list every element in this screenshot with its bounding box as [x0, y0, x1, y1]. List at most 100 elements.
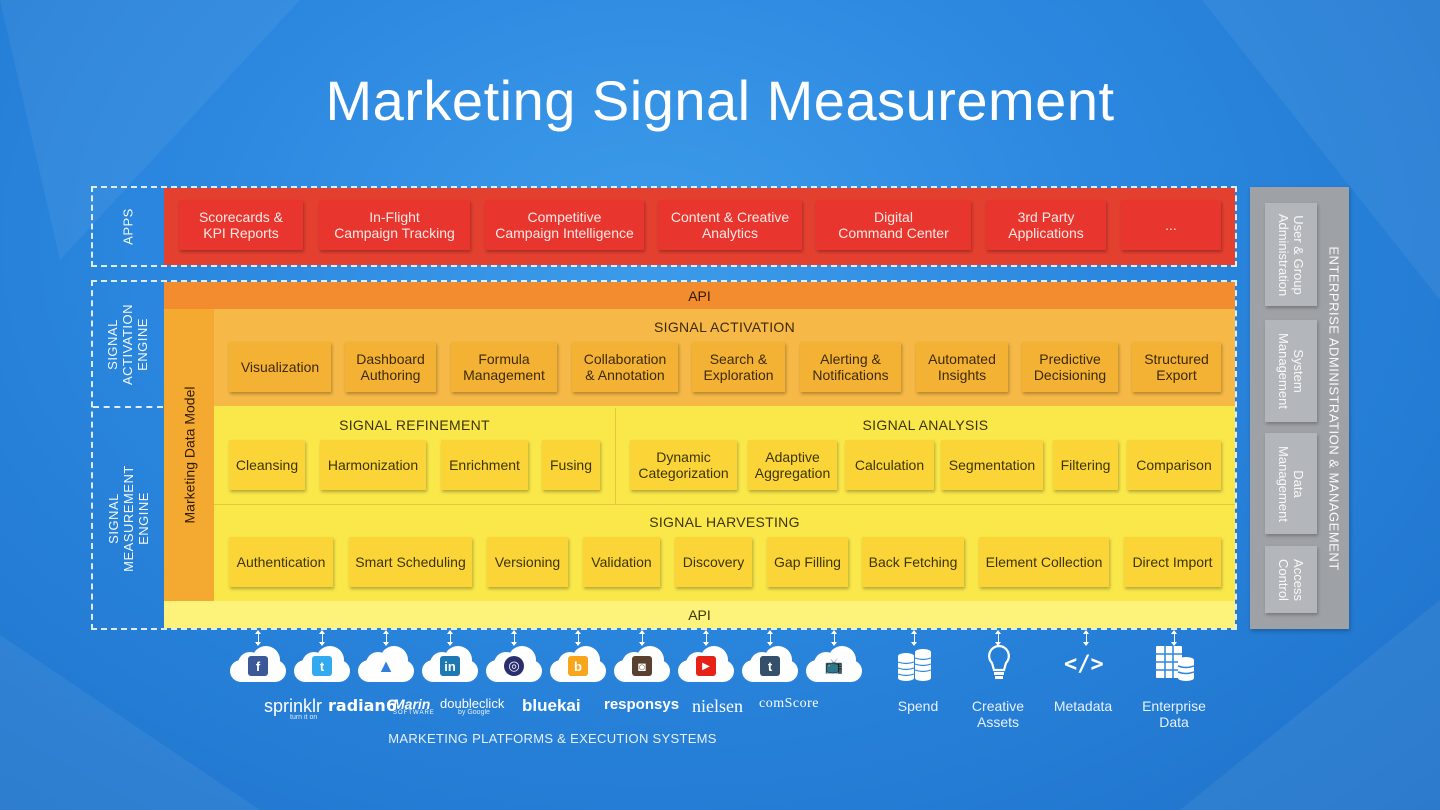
arrow-icon — [767, 630, 773, 646]
arrow-icon — [639, 630, 645, 646]
arrow-icon — [831, 630, 837, 646]
activation-automated-insights[interactable]: Automated Insights — [916, 342, 1008, 392]
activation-alerting-notifications[interactable]: Alerting & Notifications — [800, 342, 901, 392]
brand-radian6: radian6 — [328, 696, 397, 715]
harvesting-authentication[interactable]: Authentication — [229, 537, 333, 587]
arrow-icon — [703, 630, 709, 646]
harvesting-gap-filling[interactable]: Gap Filling — [767, 537, 848, 587]
analysis-dynamic-categorization[interactable]: Dynamic Categorization — [630, 440, 737, 490]
analysis-harvesting-divider — [214, 504, 1235, 505]
lightbulb-icon — [988, 644, 1010, 679]
api-top: API — [164, 282, 1235, 309]
app-competitive-campaign-intelligence[interactable]: Competitive Campaign Intelligence — [485, 200, 644, 250]
arrow-icon — [511, 630, 517, 646]
activation-engine-label: SIGNAL ACTIVATION ENGINE — [105, 303, 151, 385]
app-in-flight-campaign-tracking[interactable]: In-Flight Campaign Tracking — [319, 200, 470, 250]
harvesting-smart-scheduling[interactable]: Smart Scheduling — [349, 537, 472, 587]
youtube-cloud: ▶ — [678, 646, 734, 682]
page-title: Marketing Signal Measurement — [325, 69, 1115, 132]
data-source-creative-assets: Creative Assets — [971, 698, 1025, 730]
refinement-cleansing[interactable]: Cleansing — [229, 440, 305, 490]
app-more[interactable]: ... — [1121, 200, 1221, 250]
analysis-adaptive-aggregation[interactable]: Adaptive Aggregation — [748, 440, 837, 490]
brand-nielsen: nielsen — [692, 696, 743, 716]
app-3rd-party-applications[interactable]: 3rd Party Applications — [986, 200, 1106, 250]
enterprise-title: ENTERPRISE ADMINISTRATION & MANAGEMENT — [1326, 245, 1342, 571]
signal-refinement-title: SIGNAL REFINEMENT — [339, 417, 490, 433]
arrow-icon — [575, 630, 581, 646]
app-content-creative-analytics[interactable]: Content & Creative Analytics — [658, 200, 802, 250]
brand-doubleclick: doubleclick by Google — [440, 696, 505, 716]
signal-activation-title: SIGNAL ACTIVATION — [654, 319, 795, 335]
data-source-spend: Spend — [897, 698, 939, 714]
measurement-engine-label: SIGNAL MEASUREMENT ENGINE — [105, 464, 151, 572]
analysis-filtering[interactable]: Filtering — [1053, 440, 1118, 490]
activation-predictive-decisioning[interactable]: Predictive Decisioning — [1022, 342, 1118, 392]
brand-responsys: responsys — [604, 696, 680, 713]
tv-icon: 📺 — [824, 658, 844, 675]
arrow-icon — [995, 630, 1001, 646]
arrow-icon — [1171, 630, 1177, 646]
harvesting-versioning[interactable]: Versioning — [487, 537, 568, 587]
arrow-icon — [383, 630, 389, 646]
adwords-icon: ▲ — [377, 655, 395, 676]
refinement-fusing[interactable]: Fusing — [542, 440, 600, 490]
arrow-icon — [255, 630, 261, 646]
enterprise-system-management[interactable]: System Management — [1265, 320, 1317, 422]
harvesting-direct-import[interactable]: Direct Import — [1124, 537, 1221, 587]
activation-formula-management[interactable]: Formula Management — [451, 342, 557, 392]
arrow-icon — [1083, 630, 1089, 646]
analysis-calculation[interactable]: Calculation — [845, 440, 934, 490]
activation-visualization[interactable]: Visualization — [229, 342, 331, 392]
instagram-alt-cloud: ◙ — [614, 646, 670, 682]
refinement-enrichment[interactable]: Enrichment — [441, 440, 528, 490]
linkedin-icon: in — [440, 656, 460, 676]
refinement-harmonization[interactable]: Harmonization — [320, 440, 426, 490]
apps-frame — [91, 186, 1237, 267]
api-bottom: API — [164, 601, 1235, 628]
activation-dashboard-authoring[interactable]: Dashboard Authoring — [345, 342, 436, 392]
harvesting-discovery[interactable]: Discovery — [675, 537, 752, 587]
brand-sprinklr: sprinklr turn it on — [264, 696, 323, 721]
data-source-enterprise-data: Enterprise Data — [1142, 698, 1206, 730]
instagram-cloud: ◎ — [486, 646, 542, 682]
data-model-label: Marketing Data Model — [181, 386, 198, 524]
tumblr-cloud: t — [742, 646, 798, 682]
arrow-icon — [911, 630, 917, 646]
app-digital-command-center[interactable]: Digital Command Center — [816, 200, 971, 250]
analysis-comparison[interactable]: Comparison — [1127, 440, 1221, 490]
coins-icon — [897, 649, 932, 681]
activation-search-exploration[interactable]: Search & Exploration — [692, 342, 785, 392]
refinement-analysis-divider — [615, 408, 616, 504]
adwords-cloud: ▲ — [358, 646, 414, 682]
linkedin-cloud: in — [422, 646, 478, 682]
code-icon: </> — [1064, 652, 1104, 677]
bing-icon: b — [568, 656, 588, 676]
activation-structured-export[interactable]: Structured Export — [1132, 342, 1221, 392]
apps-label: APPS — [120, 208, 136, 245]
youtube-icon: ▶ — [696, 656, 716, 676]
engine-divider — [93, 406, 163, 408]
enterprise-access-control[interactable]: Access Control — [1265, 546, 1317, 613]
instagram-icon: ◎ — [504, 656, 524, 676]
bing-cloud: b — [550, 646, 606, 682]
signal-analysis-title: SIGNAL ANALYSIS — [862, 417, 989, 433]
harvesting-validation[interactable]: Validation — [583, 537, 660, 587]
twitter-icon: t — [312, 656, 332, 676]
harvesting-element-collection[interactable]: Element Collection — [979, 537, 1109, 587]
facebook-cloud: f — [230, 646, 286, 682]
analysis-segmentation[interactable]: Segmentation — [941, 440, 1043, 490]
arrow-icon — [319, 630, 325, 646]
twitter-cloud: t — [294, 646, 350, 682]
signal-harvesting-title: SIGNAL HARVESTING — [649, 514, 800, 530]
activation-collaboration-annotation[interactable]: Collaboration & Annotation — [572, 342, 678, 392]
database-table-icon — [1156, 646, 1194, 681]
engine-frame — [91, 280, 1237, 630]
enterprise-user-group-administration[interactable]: User & Group Administration — [1265, 203, 1317, 306]
data-model-band: Marketing Data Model — [164, 309, 214, 601]
harvesting-back-fetching[interactable]: Back Fetching — [862, 537, 964, 587]
instagram-alt-icon: ◙ — [632, 656, 652, 676]
app-scorecards-kpi-reports[interactable]: Scorecards & KPI Reports — [179, 200, 303, 250]
facebook-icon: f — [248, 656, 268, 676]
enterprise-data-management[interactable]: Data Management — [1265, 433, 1317, 534]
